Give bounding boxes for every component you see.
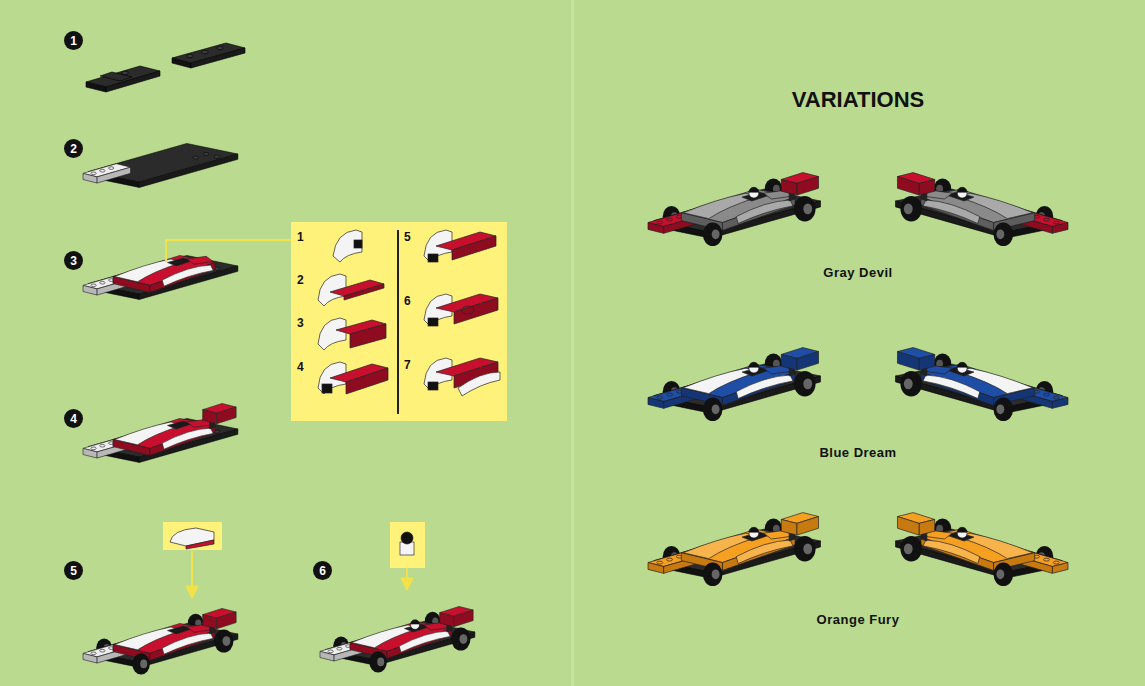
illustration-part [191, 48, 245, 68]
step-2-chassis [83, 143, 238, 187]
illustration-part [83, 164, 131, 183]
illustration-part [648, 173, 820, 247]
part-arrow [191, 551, 193, 598]
illustration-part [648, 513, 820, 587]
substep-number: 6 [404, 294, 411, 308]
illustration-part [203, 608, 236, 634]
step-number: 2 [70, 143, 77, 155]
page-heading: VARIATIONS [658, 87, 1058, 113]
illustration-part [100, 72, 132, 81]
step-5-car [83, 608, 238, 674]
illustration-part [132, 630, 233, 675]
variant-name: Orange Fury [708, 612, 1008, 627]
illustration-part [648, 173, 820, 247]
illustration-part [186, 540, 214, 549]
page-divider [571, 0, 574, 686]
step-number: 3 [70, 255, 77, 267]
variant-name: Gray Devil [708, 265, 1008, 280]
illustration-part [896, 513, 1068, 587]
variant-name: Blue Dream [708, 445, 1008, 460]
substep-number: 2 [297, 273, 304, 287]
illustration-part [320, 606, 475, 672]
gray-car [648, 173, 1068, 247]
step-badge: 6 [313, 561, 332, 580]
step-badge: 1 [64, 31, 83, 50]
illustration-part [122, 71, 128, 75]
illustration-part [322, 384, 332, 393]
substep-number: 7 [404, 358, 411, 372]
illustration-part [401, 532, 413, 544]
illustration-part [350, 324, 386, 348]
illustration-part [318, 318, 346, 350]
illustration-part [428, 382, 438, 390]
illustration-part [458, 372, 500, 396]
step-number: 4 [70, 413, 77, 425]
substep-panel [291, 222, 507, 421]
substep-number: 3 [297, 316, 304, 330]
step-badge: 3 [64, 251, 83, 270]
part-piece [170, 528, 214, 549]
illustration-part [86, 82, 106, 92]
illustration-part [346, 368, 388, 394]
step-number: 1 [70, 35, 77, 47]
illustration-part [896, 513, 1068, 587]
panel-divider [397, 230, 399, 414]
illustration-part [202, 50, 208, 54]
part-callout [390, 522, 425, 568]
illustration-part [217, 46, 223, 50]
illustration-part [428, 318, 438, 326]
illustration-part [648, 348, 820, 422]
illustration-part [83, 143, 507, 674]
step-6-car [320, 606, 475, 672]
illustration-part [428, 254, 438, 262]
illustration-part [896, 173, 1068, 247]
illustration-part [452, 236, 496, 260]
illustration-part [354, 240, 362, 248]
illustration-part [113, 418, 215, 455]
step-badge: 5 [64, 561, 83, 580]
illustration-part [113, 255, 215, 292]
part-piece [400, 532, 414, 555]
illustration-part [648, 513, 820, 587]
substep-number: 1 [297, 230, 304, 244]
step-badge: 2 [64, 139, 83, 158]
step-1-plates [86, 43, 245, 92]
substep-panel: 1 2 3 4 5 6 7 [291, 222, 507, 421]
step-4-car [83, 403, 238, 462]
substep-pieces [318, 230, 500, 396]
illustration-part [113, 623, 215, 660]
step-3-car [83, 255, 238, 299]
illustration-part [896, 348, 1068, 422]
illustration-part [462, 306, 474, 314]
blue-car [648, 348, 1068, 422]
illustration-part [896, 348, 1068, 422]
part-callout [163, 522, 222, 550]
illustration-part [333, 230, 362, 262]
step-number: 6 [319, 565, 326, 577]
orange-car [648, 513, 1068, 587]
substep-number: 5 [404, 230, 411, 244]
illustration-part [172, 58, 191, 68]
illustration-part [203, 403, 236, 429]
part-arrow [406, 568, 408, 590]
step-badge: 4 [64, 409, 83, 428]
leader-line [166, 240, 291, 262]
illustration-part [896, 173, 1068, 247]
illustration-part [454, 298, 498, 324]
illustration-part [648, 348, 820, 422]
step-number: 5 [70, 565, 77, 577]
illustration-part [187, 54, 193, 58]
substep-number: 4 [297, 360, 304, 374]
illustration-part [344, 284, 384, 300]
